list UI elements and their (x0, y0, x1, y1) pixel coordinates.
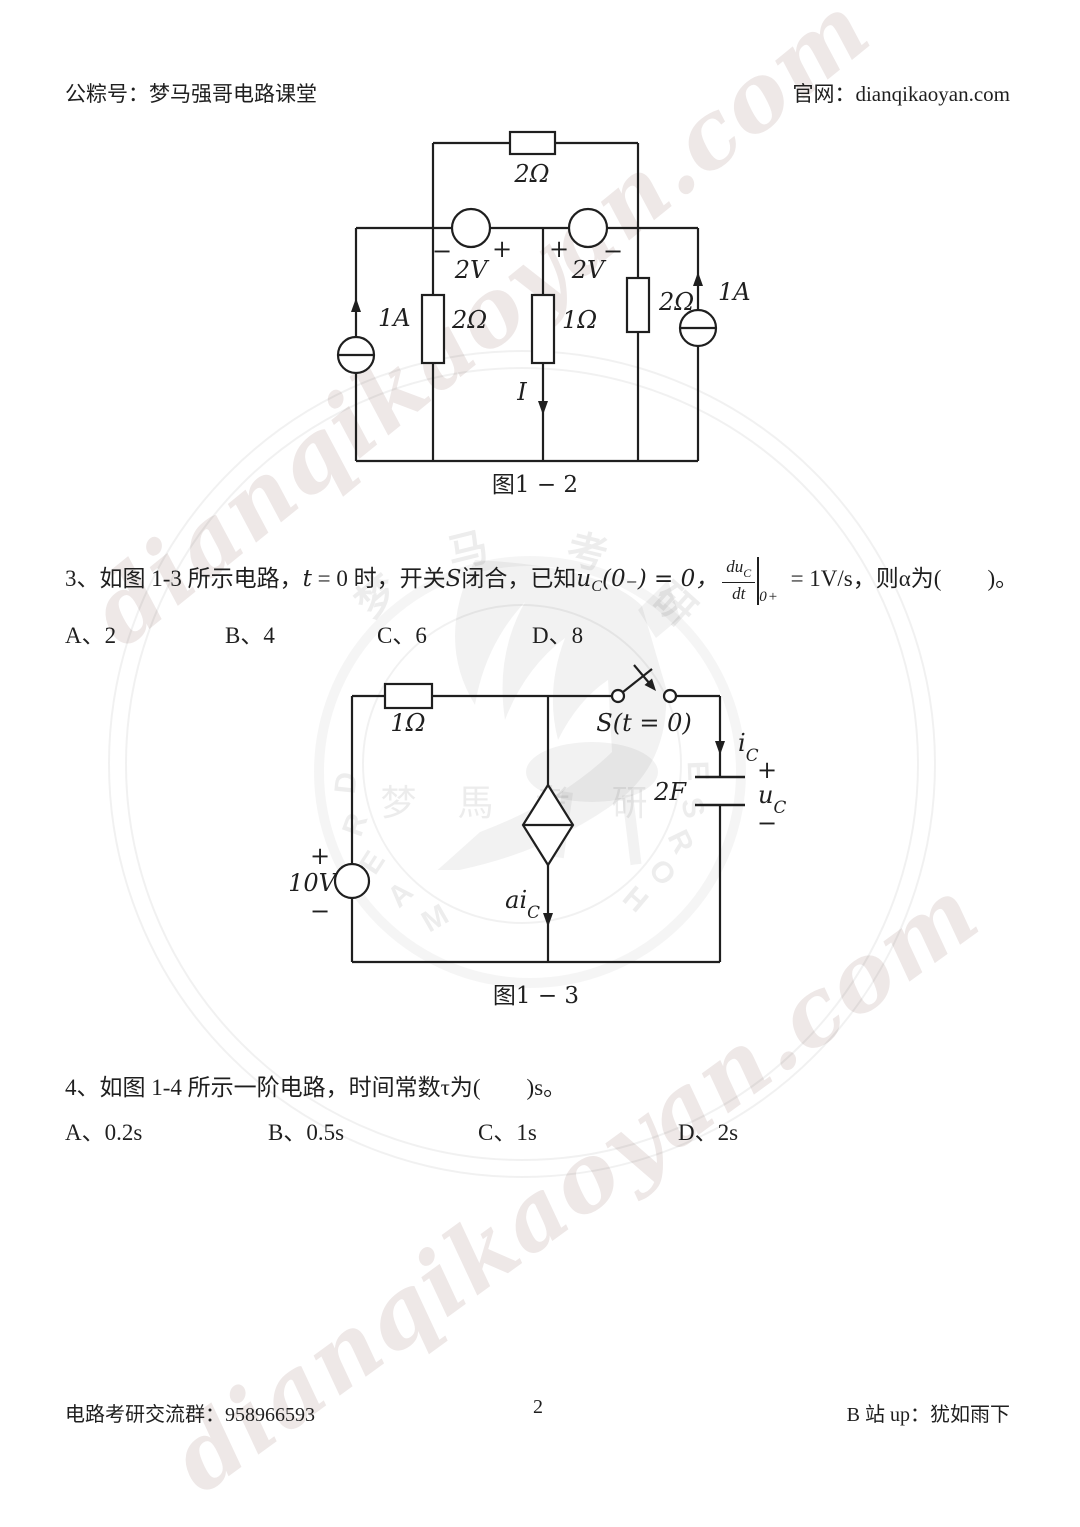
q3-rhs: = 1V/s，则α为( )。 (784, 566, 1019, 591)
q3-frac-den: dt (732, 583, 746, 603)
label-src-minus: − (310, 897, 330, 925)
q4-option-d: D、2s (678, 1120, 739, 1145)
q4-option-c: C、1s (478, 1120, 537, 1145)
question-3-text: 3、如图 1-3 所示电路，t = 0 时，开关S闭合，已知uC(0₋) = 0… (65, 548, 1018, 618)
label-r-mid: 1Ω (562, 306, 597, 334)
q3-lead: 3、如图 1-3 所示电路， (65, 566, 303, 591)
q3-var-u-sub: C (591, 578, 602, 595)
fig13-labels: 1Ω S(t = 0) iC 2F + uC − + 10V − aiC 图1 … (290, 709, 786, 1009)
label-uc-u: u (758, 781, 773, 809)
switch-close-arrow-shaft (633, 664, 651, 685)
label-ic-sub: C (746, 745, 759, 765)
fig13-components (333, 664, 745, 900)
evaluated-at-bar (757, 556, 760, 605)
q3-option-a: A、2 (65, 623, 117, 648)
q3-u-tail: (0₋) = 0， (602, 566, 719, 592)
q3-mid: 闭合，已知 (461, 566, 577, 591)
logo-outer-ring-2 (125, 367, 919, 1161)
label-cap-minus: − (757, 809, 777, 837)
fig12-arrows (351, 272, 703, 415)
voltage-source-right (567, 207, 609, 249)
fig13-caption: 图1 − 3 (493, 983, 579, 1009)
label-r-left: 2Ω (451, 306, 487, 334)
header-left: 公粽号：梦马强哥电路课堂 (65, 82, 317, 106)
label-dep-ai: ai (505, 886, 527, 914)
label-i-right: 1A (718, 278, 751, 306)
q3-option-d: D、8 (532, 623, 584, 648)
question-4-text: 4、如图 1-4 所示一阶电路，时间常数τ为( )s。 (65, 1075, 567, 1100)
q3-frac-num-sub: C (743, 565, 752, 580)
arrow-ic-down (715, 741, 725, 755)
arrow-up-left (351, 298, 361, 312)
q3-bar-sub: 0+ (759, 588, 779, 605)
label-src-plus: + (310, 842, 330, 870)
label-uc: uC (758, 781, 786, 817)
voltage-source-left (450, 207, 492, 249)
footer-page-number: 2 (533, 1396, 543, 1418)
label-cap-plus: + (757, 756, 777, 784)
arrow-dep-down (543, 913, 553, 927)
resistor-top (508, 130, 557, 156)
q4-option-a: A、0.2s (65, 1120, 143, 1145)
label-cap: 2F (653, 778, 687, 806)
q3-eq1: = 0 时，开关 (311, 566, 446, 591)
footer-left: 电路考研交流群：958966593 (65, 1404, 315, 1426)
label-r-right: 2Ω (658, 288, 694, 316)
label-plus-right: + (549, 235, 569, 263)
q3-var-s: S (445, 566, 462, 592)
label-src: 10V (290, 869, 339, 897)
label-switch: S(t = 0) (596, 709, 691, 737)
header-right: 官网：dianqikaoyan.com (792, 82, 1010, 106)
circuit-fig-1-3: 1Ω S(t = 0) iC 2F + uC − + 10V − aiC 图1 … (290, 664, 786, 1009)
label-minus-left: − (432, 237, 452, 265)
arrow-current-i (538, 401, 548, 415)
arrow-up-right (693, 272, 703, 286)
label-ic-i: i (738, 729, 746, 757)
logo-center-text: 梦 馬 考 研 (380, 783, 664, 823)
footer-right: B 站 up：犹如雨下 (846, 1404, 1010, 1426)
q3-option-c: C、6 (377, 623, 427, 648)
label-uc-sub: C (773, 797, 786, 817)
q3-frac-num: du (726, 556, 744, 576)
fig12-caption: 图1 − 2 (492, 472, 578, 498)
label-r-top: 2Ω (513, 160, 549, 188)
voltage-source-10v (333, 862, 371, 900)
label-v-right: 2V (571, 256, 607, 284)
resistor-left (420, 293, 446, 365)
label-r: 1Ω (390, 709, 425, 737)
label-plus-left: + (492, 235, 512, 263)
resistor-right (625, 276, 651, 334)
switch-blade (622, 668, 653, 693)
label-dep: aiC (505, 886, 540, 922)
q3-var-t: t (302, 566, 312, 592)
q3-var-u: u (576, 566, 592, 592)
fig12-components (336, 130, 718, 375)
resistor-mid (530, 293, 556, 365)
resistor-1ohm (383, 682, 434, 710)
circuit-fig-1-2: 2Ω − + 2V + − 2V 2Ω 1Ω 2Ω 1A 1A I 图1 − 2 (336, 130, 751, 498)
label-v-left: 2V (454, 256, 490, 284)
fig12-labels: 2Ω − + 2V + − 2V 2Ω 1Ω 2Ω 1A 1A I 图1 − 2 (378, 160, 751, 498)
label-minus-right: − (603, 237, 623, 265)
switch-contact-left (610, 688, 626, 704)
fig13-arrows (543, 678, 725, 927)
q4-option-b: B、0.5s (268, 1120, 345, 1145)
logo-outer-ring (108, 350, 936, 1178)
switch-contact-right (662, 688, 678, 704)
label-ic: iC (738, 729, 759, 765)
switch-close-arrowhead (644, 678, 656, 691)
label-dep-sub: C (527, 902, 540, 922)
label-current: I (516, 378, 527, 406)
logo-emblem-inner-ring (362, 604, 682, 924)
logo-emblem-band (314, 556, 746, 988)
label-i-left: 1A (378, 304, 411, 332)
q3-option-b: B、4 (225, 623, 275, 648)
